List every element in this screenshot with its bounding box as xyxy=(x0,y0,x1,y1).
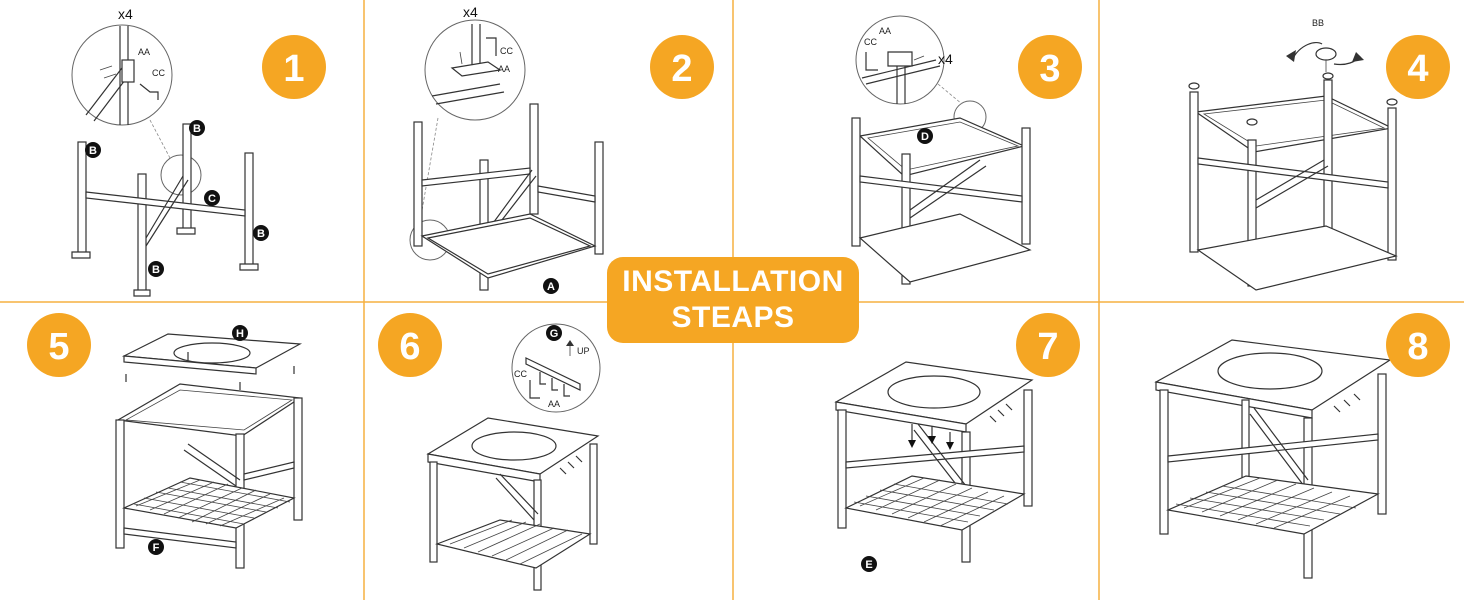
step-6-number: 6 xyxy=(399,326,420,368)
step-8-number: 8 xyxy=(1407,326,1428,368)
svg-text:A: A xyxy=(547,281,555,293)
svg-text:F: F xyxy=(153,542,160,554)
down-arrow-icon xyxy=(908,440,916,448)
step-8-number-circle xyxy=(1386,313,1450,377)
step-1-part-b-3 xyxy=(253,225,269,241)
step-4-panel: BB 4 xyxy=(1188,18,1450,291)
step-5-part-h xyxy=(232,325,248,341)
step-2-panel: x4 CC AA A 2 xyxy=(409,4,714,294)
step-1-part-c xyxy=(204,190,220,206)
step-3-quantity: x4 xyxy=(938,51,953,67)
svg-text:B: B xyxy=(89,145,97,157)
step-3-panel: AA CC x4 D 3 xyxy=(851,15,1082,285)
step-2-label-cc: CC xyxy=(500,46,513,56)
svg-text:B: B xyxy=(193,123,201,135)
step-6-label-aa: AA xyxy=(548,399,560,409)
step-1-quantity: x4 xyxy=(118,6,133,22)
step-7-panel: E 7 xyxy=(834,313,1080,572)
step-5-part-f xyxy=(148,539,164,555)
svg-text:B: B xyxy=(152,264,160,276)
step-5-panel: H F 5 xyxy=(27,313,303,569)
step-1-part-b-2 xyxy=(189,120,205,136)
step-1-label-cc: CC xyxy=(152,68,165,78)
step-6-panel: CC UP AA G 6 xyxy=(378,313,601,591)
installation-title-badge: INSTALLATION STEAPS xyxy=(607,257,859,343)
step-2-number: 2 xyxy=(671,48,692,90)
step-6-number-circle xyxy=(378,313,442,377)
step-6-detail-zoom xyxy=(511,323,601,413)
svg-text:G: G xyxy=(550,328,559,340)
step-6-part-g xyxy=(546,325,562,341)
step-4-number-circle xyxy=(1386,35,1450,99)
step-1-number: 1 xyxy=(283,48,304,90)
step-1-number-circle xyxy=(262,35,326,99)
step-4-label-bb: BB xyxy=(1312,18,1324,28)
svg-text:E: E xyxy=(865,559,872,571)
step-1-label-aa: AA xyxy=(138,47,150,57)
step-4-number: 4 xyxy=(1407,48,1428,90)
svg-text:H: H xyxy=(236,328,244,340)
step-3-label-aa: AA xyxy=(879,26,891,36)
step-6-label-cc: CC xyxy=(514,369,527,379)
step-1-detail-source xyxy=(160,154,202,196)
step-2-quantity: x4 xyxy=(463,4,478,20)
step-5-grill-grate xyxy=(121,477,296,529)
step-1-panel: x4 AA CC B B B B C 1 xyxy=(71,6,326,297)
step-8-panel: 8 xyxy=(1154,313,1450,579)
title-line-1: INSTALLATION xyxy=(622,265,844,298)
step-5-number: 5 xyxy=(48,326,69,368)
step-3-part-d xyxy=(917,128,933,144)
step-7-number-circle xyxy=(1016,313,1080,377)
step-7-part-e xyxy=(861,556,877,572)
svg-text:D: D xyxy=(921,131,929,143)
step-1-part-b-1 xyxy=(85,142,101,158)
step-1-part-b-4 xyxy=(148,261,164,277)
foot-cap-icon xyxy=(1315,47,1337,61)
svg-text:B: B xyxy=(257,228,265,240)
step-6-label-up: UP xyxy=(577,346,590,356)
up-arrow-icon xyxy=(566,340,574,346)
svg-text:C: C xyxy=(208,193,216,205)
step-5-number-circle xyxy=(27,313,91,377)
step-3-number-circle xyxy=(1018,35,1082,99)
step-7-number: 7 xyxy=(1037,326,1058,368)
step-3-label-cc: CC xyxy=(864,37,877,47)
step-2-number-circle xyxy=(650,35,714,99)
step-2-part-a xyxy=(543,278,559,294)
step-3-number: 3 xyxy=(1039,48,1060,90)
title-line-2: STEAPS xyxy=(671,301,795,334)
step-2-label-aa: AA xyxy=(498,64,510,74)
